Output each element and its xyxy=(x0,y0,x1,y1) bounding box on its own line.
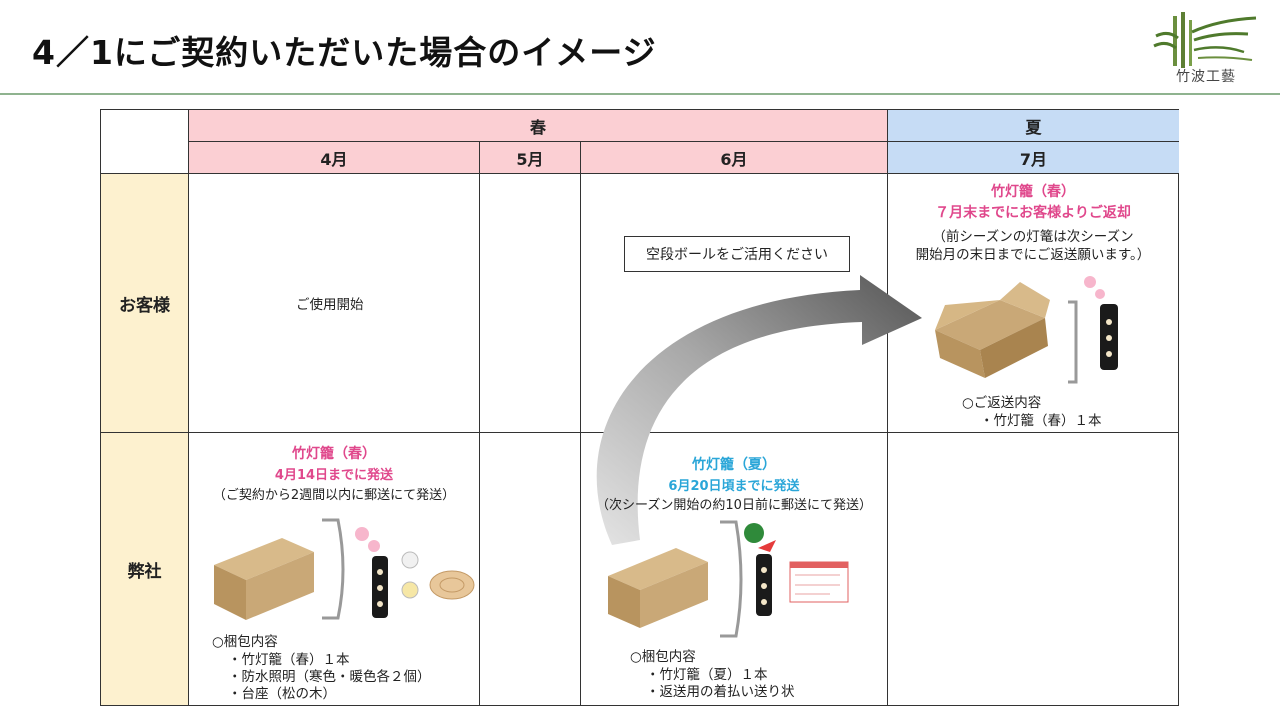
month-may-header: 5月 xyxy=(480,142,581,174)
ship-june-item: ・返送用の着払い送り状 xyxy=(646,684,795,700)
cell-company-june xyxy=(581,433,888,705)
closed-box-icon xyxy=(214,538,314,620)
wooden-base-icon xyxy=(429,570,475,600)
return-contents-title: ○ご返送内容 xyxy=(962,395,1042,411)
corner-cell xyxy=(101,110,189,174)
bracket-icon xyxy=(720,520,743,638)
season-spring-header: 春 xyxy=(189,110,888,142)
return-contents-item: ・竹灯籠（春）１本 xyxy=(980,413,1102,429)
ship-april-note: （ご契約から2週間以内に郵送にて発送） xyxy=(212,488,456,503)
bamboo-lantern-icon xyxy=(756,554,772,616)
month-april-header: 4月 xyxy=(189,142,480,174)
cell-company-april xyxy=(189,433,480,705)
cell-customer-july xyxy=(888,174,1179,433)
ship-june-heading: 竹灯籠（夏） xyxy=(692,457,776,473)
ship-june-contents-title: ○梱包内容 xyxy=(630,649,696,665)
cell-customer-may xyxy=(480,174,581,433)
ship-june-deadline: 6月20日頃までに発送 xyxy=(668,479,800,494)
open-box-icon xyxy=(935,282,1050,378)
bamboo-logo xyxy=(1153,12,1257,68)
bamboo-lantern-icon xyxy=(1100,304,1118,370)
watermelon-icon xyxy=(744,523,776,552)
row-header-customer: お客様 xyxy=(101,174,189,433)
cell-customer-april xyxy=(189,174,480,433)
ship-april-contents-title: ○梱包内容 xyxy=(212,634,278,650)
bamboo-lantern-icon xyxy=(372,556,388,618)
season-summer-header: 夏 xyxy=(888,110,1179,142)
ship-april-heading: 竹灯籠（春） xyxy=(292,446,376,462)
logo-text: 竹波工藝 xyxy=(1176,69,1236,85)
cherry-blossom-icon xyxy=(355,527,380,552)
return-deadline: ７月末までにお客様よりご返却 xyxy=(935,205,1131,221)
led-light-icon xyxy=(401,551,419,599)
return-heading: 竹灯籠（春） xyxy=(991,184,1075,200)
month-june-header: 6月 xyxy=(581,142,888,174)
bracket-icon xyxy=(322,518,345,620)
schedule-table: 春 夏 4月 5月 6月 7月 お客様 弊社 xyxy=(100,109,1179,706)
ship-june-item: ・竹灯籠（夏）１本 xyxy=(646,667,768,683)
ship-april-item: ・台座（松の木） xyxy=(228,686,336,702)
cell-company-may xyxy=(480,433,581,705)
return-note-line2: 開始月の末日までにご返送願います。） xyxy=(915,247,1151,263)
cherry-blossom-icon xyxy=(1084,276,1105,299)
bracket-icon xyxy=(1068,300,1078,384)
shipping-label-icon xyxy=(789,561,849,603)
ship-june-note: （次シーズン開始の約10日前に郵送にて発送） xyxy=(596,498,872,513)
closed-box-icon xyxy=(608,548,708,628)
usage-start-text: ご使用開始 xyxy=(296,297,364,313)
ship-april-item: ・防水照明（寒色・暖色各２個） xyxy=(228,669,431,685)
return-note-line1: （前シーズンの灯篭は次シーズン xyxy=(932,229,1134,245)
title-divider xyxy=(0,93,1280,95)
ship-april-item: ・竹灯籠（春）１本 xyxy=(228,652,350,668)
month-july-header: 7月 xyxy=(888,142,1179,174)
reuse-box-callout: 空段ボールをご活用ください xyxy=(624,236,850,272)
row-header-company: 弊社 xyxy=(101,433,189,705)
return-arrow xyxy=(596,275,922,545)
page-title: 4／1にご契約いただいた場合のイメージ xyxy=(32,33,657,72)
ship-april-deadline: 4月14日までに発送 xyxy=(274,468,394,483)
